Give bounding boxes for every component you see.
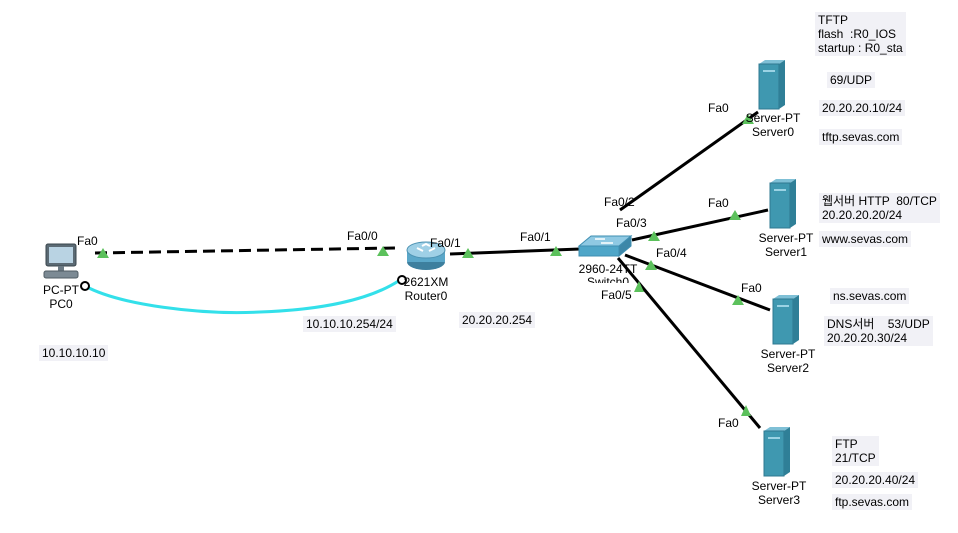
port-status-switch-fa04	[645, 260, 657, 270]
port-status-switch-fa01	[550, 246, 562, 256]
switch0-device[interactable]	[577, 234, 633, 258]
switch0-port-fa01: Fa0/1	[520, 230, 551, 244]
console-end-pc	[80, 281, 90, 291]
server0-name: Server0	[751, 125, 795, 139]
pc0-device[interactable]	[40, 242, 82, 282]
router0-fa00-ip-note: 10.10.10.254/24	[303, 316, 396, 332]
server2-dns-note: DNS서버 53/UDP 20.20.20.30/24	[824, 316, 933, 346]
port-status-server1	[729, 210, 741, 220]
router0-fa01-ip-note: 20.20.20.254	[459, 312, 536, 328]
cable-pc0-router0[interactable]	[94, 246, 396, 255]
server3-port-fa0: Fa0	[718, 416, 739, 430]
switch0-port-fa03: Fa0/3	[616, 216, 647, 230]
pc0-name: PC0	[49, 297, 73, 311]
server-icon	[769, 179, 796, 229]
switch0-name: Switch0	[586, 275, 630, 283]
port-status-pc0	[97, 248, 109, 258]
router0-name: Router0	[404, 289, 448, 303]
server3-name: Server3	[757, 493, 801, 507]
server3-model: Server-PT	[751, 479, 807, 493]
server0-model: Server-PT	[745, 111, 801, 125]
server3-ftp-note: FTP 21/TCP	[832, 436, 879, 466]
pc0-ip-note: 10.10.10.10	[39, 345, 109, 361]
port-status-switch-fa03	[648, 231, 660, 241]
server2-model: Server-PT	[760, 347, 816, 361]
router-icon	[406, 241, 446, 270]
server0-tftp-note: TFTP flash :R0_IOS startup : R0_sta	[815, 12, 906, 56]
server1-http-note: 웹서버 HTTP 80/TCP 20.20.20.20/24	[819, 193, 940, 223]
server3-device[interactable]	[762, 425, 792, 477]
switch0-port-fa02: Fa0/2	[604, 195, 635, 209]
server3-ip-note: 20.20.20.40/24	[832, 472, 919, 488]
server0-device[interactable]	[757, 58, 787, 110]
pc0-model: PC-PT	[43, 283, 79, 297]
port-status-server0	[742, 114, 754, 124]
switch-icon	[577, 234, 633, 258]
server0-port-fa0: Fa0	[708, 101, 729, 115]
server2-name: Server2	[766, 361, 810, 375]
cable-switch0-server3[interactable]	[616, 257, 762, 429]
switch0-port-fa04: Fa0/4	[656, 246, 687, 260]
server0-dns-note: tftp.sevas.com	[819, 129, 903, 145]
console-cable[interactable]	[84, 278, 401, 315]
server1-dns-note: www.sevas.com	[819, 231, 912, 247]
cable-router0-switch0[interactable]	[449, 247, 581, 256]
port-status-server3	[741, 405, 751, 416]
server1-model: Server-PT	[758, 231, 814, 245]
switch0-port-fa05: Fa0/5	[601, 288, 632, 302]
server-icon	[763, 427, 790, 477]
port-status-router-fa01	[462, 248, 474, 258]
server3-dns-note: ftp.sevas.com	[832, 494, 913, 510]
server1-port-fa0: Fa0	[708, 196, 729, 210]
router0-port-fa01: Fa0/1	[430, 236, 461, 250]
router0-port-fa00: Fa0/0	[347, 229, 378, 243]
server0-ip-note: 20.20.20.10/24	[819, 100, 906, 116]
port-status-switch-fa05	[634, 281, 644, 292]
console-end-router	[397, 275, 407, 285]
router0-device[interactable]	[403, 240, 449, 272]
router0-model: 2621XM	[403, 275, 449, 289]
cable-switch0-server0[interactable]	[619, 110, 759, 212]
server1-name: Server1	[764, 245, 808, 259]
server-icon	[758, 60, 785, 110]
server2-dns-name-note: ns.sevas.com	[830, 288, 910, 304]
port-status-server2	[732, 295, 744, 305]
server2-port-fa0: Fa0	[741, 281, 762, 295]
server1-device[interactable]	[768, 177, 798, 229]
switch0-model: 2960-24TT	[578, 262, 638, 276]
port-status-router-fa00	[377, 246, 389, 256]
server-icon	[772, 295, 799, 345]
pc0-port-fa0: Fa0	[77, 234, 98, 248]
pc-icon	[43, 243, 79, 279]
server2-device[interactable]	[771, 293, 801, 345]
server0-tftp-port-note: 69/UDP	[827, 72, 876, 88]
